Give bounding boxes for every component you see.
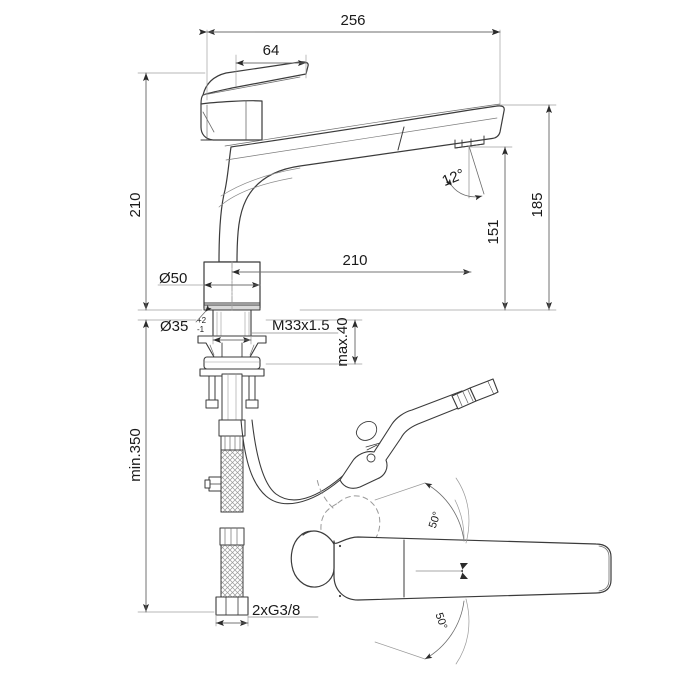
threaded-shank: [212, 309, 252, 337]
dimension-m33: M33x1.5: [212, 317, 339, 345]
dimension-d50: Ø50: [157, 270, 261, 288]
dimension-max40: max.40: [265, 317, 363, 367]
dim-label-d35-tol-upper: +2: [197, 316, 207, 325]
front-elevation-view: [197, 61, 505, 616]
dimension-64: 64: [235, 42, 307, 87]
dimension-210-reach: 210: [231, 252, 472, 311]
dimension-min350: min.350: [127, 319, 215, 613]
swivel-axis: [415, 563, 468, 579]
dimension-d35: Ø35 +2 -1: [160, 305, 212, 335]
dimension-256: 256: [199, 12, 501, 105]
tie-rods: [205, 375, 259, 409]
dim-label-12-degree: 12°: [440, 166, 467, 190]
pullout-hose: [240, 419, 347, 505]
dimension-210-height: 210: [127, 72, 206, 311]
dim-label-185: 185: [529, 192, 546, 217]
dim-label-151: 151: [485, 219, 502, 244]
pullout-spray-head: [339, 378, 499, 489]
spout: [218, 103, 505, 263]
dim-label-50-degree-bottom: 50°: [433, 611, 450, 631]
lever-handle: [200, 61, 309, 105]
dim-label-256: 256: [340, 12, 365, 29]
dimension-151: 151: [469, 146, 513, 311]
dim-label-min350: min.350: [127, 428, 144, 481]
dim-label-max40: max.40: [334, 317, 351, 366]
supply-tube-upper: [218, 373, 246, 451]
braided-hose-upper: [220, 449, 244, 513]
dim-label-m33: M33x1.5: [272, 317, 330, 334]
dim-label-50-degree-top: 50°: [427, 510, 444, 530]
dimension-12-degree: 12°: [440, 145, 485, 201]
dim-label-d35-tol-lower: -1: [197, 325, 205, 334]
dim-label-210-height: 210: [127, 192, 144, 217]
braided-hose-lower: [219, 527, 245, 598]
dim-label-g38: 2xG3/8: [252, 602, 300, 619]
dim-label-d50: Ø50: [159, 270, 187, 287]
plan-swivel-range-view: 50° 50°: [290, 477, 612, 665]
mounting-plate: [197, 335, 267, 377]
dim-label-64: 64: [263, 42, 280, 59]
dimension-185: 185: [299, 104, 557, 311]
spout-plan-outline: [290, 530, 612, 601]
g38-connector: [215, 596, 249, 616]
dim-label-d35: Ø35: [160, 318, 188, 335]
dimension-g38: 2xG3/8: [215, 602, 319, 627]
dim-label-210-reach: 210: [342, 252, 367, 269]
hose-clip: [204, 476, 222, 492]
mixer-body-upper: [200, 100, 263, 141]
swivel-angle-arcs: [374, 477, 470, 665]
